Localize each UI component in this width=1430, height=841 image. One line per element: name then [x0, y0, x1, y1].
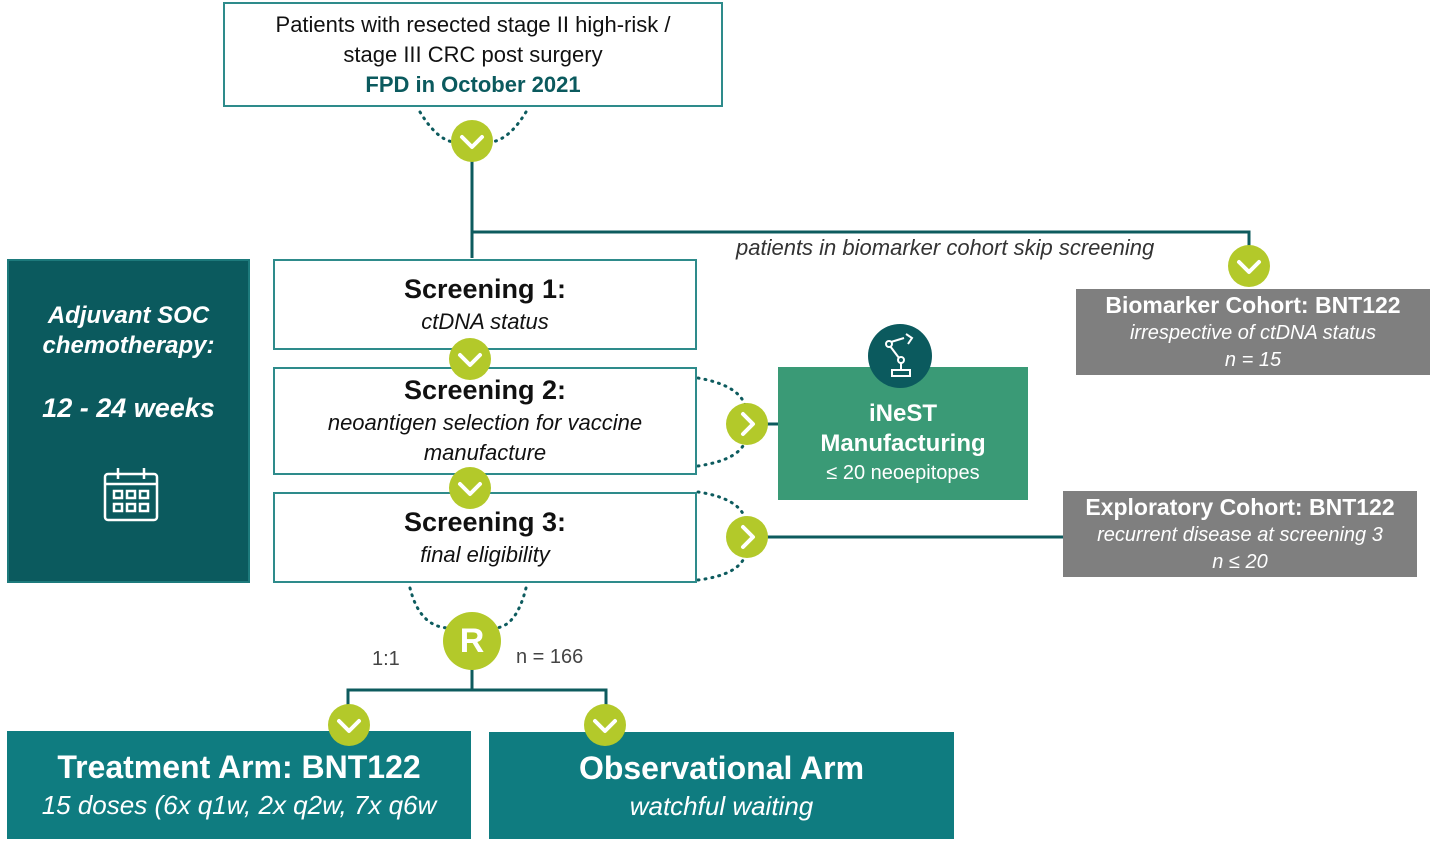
screening-2-title: Screening 2:: [403, 374, 567, 405]
chemotherapy-box: Adjuvant SOC chemotherapy: 12 - 24 weeks: [7, 259, 250, 583]
screening-3-title: Screening 3:: [403, 507, 567, 537]
biomarker-n: n = 15: [1224, 349, 1282, 371]
treatment-subtitle: 15 doses (6x q1w, 2x q2w, 7x q6w: [41, 790, 437, 820]
chevron-down-icon: [449, 118, 495, 164]
chevron-right-icon: [724, 401, 770, 447]
chemo-line-1: Adjuvant SOC: [47, 302, 210, 329]
chevron-down-icon: [326, 702, 372, 748]
randomization-badge: R: [443, 612, 501, 670]
patients-line-2: stage III CRC post surgery: [343, 41, 603, 67]
exploratory-title: Exploratory Cohort: BNT122: [1085, 494, 1395, 520]
patients-box: Patients with resected stage II high-ris…: [223, 2, 723, 107]
screening-3-box: Screening 3: final eligibility: [273, 492, 697, 583]
chevron-down-icon: [582, 702, 628, 748]
screening-3-subtitle: final eligibility: [420, 542, 550, 567]
screening-1-subtitle: ctDNA status: [421, 309, 549, 334]
screening-2-subtitle-2: manufacture: [423, 439, 547, 465]
chevron-down-icon: [447, 465, 493, 511]
biomarker-subtitle: irrespective of ctDNA status: [1129, 322, 1376, 344]
calendar-icon: [103, 468, 159, 522]
randomization-ratio: 1:1: [372, 648, 400, 670]
patients-line-1: Patients with resected stage II high-ris…: [275, 11, 671, 37]
chevron-down-icon: [447, 336, 493, 382]
chemo-duration: 12 - 24 weeks: [42, 393, 215, 423]
observational-title: Observational Arm: [578, 749, 865, 786]
exploratory-subtitle: recurrent disease at screening 3: [1097, 524, 1383, 546]
screening-1-title: Screening 1:: [403, 274, 567, 304]
exploratory-cohort-box: Exploratory Cohort: BNT122 recurrent dis…: [1063, 491, 1417, 577]
biomarker-title: Biomarker Cohort: BNT122: [1105, 292, 1401, 318]
treatment-arm-box: Treatment Arm: BNT122 15 doses (6x q1w, …: [7, 731, 471, 839]
screening-2-subtitle-1: neoantigen selection for vaccine: [327, 409, 643, 435]
inest-line-1: iNeST: [868, 399, 937, 427]
observational-arm-box: Observational Arm watchful waiting: [489, 732, 954, 839]
inest-line-3: ≤ 20 neoepitopes: [826, 461, 980, 484]
treatment-title: Treatment Arm: BNT122: [57, 749, 421, 785]
skip-screening-label: patients in biomarker cohort skip screen…: [736, 235, 1155, 260]
chevron-right-icon: [724, 514, 770, 560]
screening-2-box: Screening 2: neoantigen selection for va…: [273, 367, 697, 475]
chevron-down-icon: [1226, 243, 1272, 289]
inest-manufacturing-box: iNeST Manufacturing ≤ 20 neoepitopes: [778, 367, 1028, 500]
robot-arm-icon: [868, 324, 932, 388]
biomarker-cohort-box: Biomarker Cohort: BNT122 irrespective of…: [1076, 289, 1430, 375]
inest-line-2: Manufacturing: [820, 429, 986, 457]
exploratory-n: n ≤ 20: [1212, 551, 1268, 573]
chemo-line-2: chemotherapy:: [42, 332, 215, 359]
screening-1-box: Screening 1: ctDNA status: [273, 259, 697, 350]
observational-subtitle: watchful waiting: [629, 790, 814, 821]
fpd-date: FPD in October 2021: [365, 71, 581, 97]
randomization-n: n = 166: [516, 646, 584, 668]
